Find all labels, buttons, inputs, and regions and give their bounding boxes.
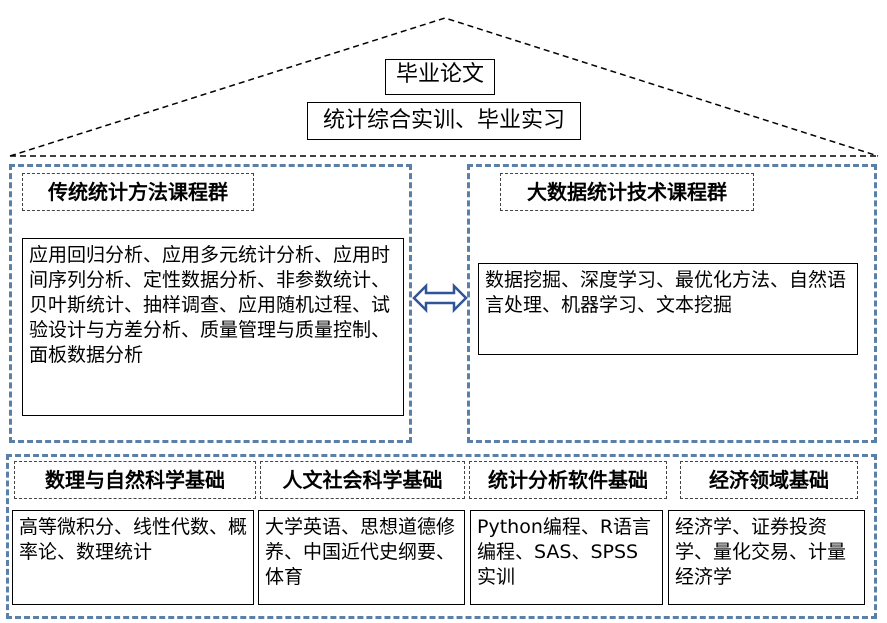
- math-science-heading: 数理与自然科学基础: [14, 461, 256, 499]
- big-data-courses: 数据挖掘、深度学习、最优化方法、自然语言处理、机器学习、文本挖掘: [478, 263, 858, 355]
- big-data-title: 大数据统计技术课程群: [527, 180, 727, 204]
- software-title: 统计分析软件基础: [488, 468, 648, 492]
- software-heading: 统计分析软件基础: [469, 461, 667, 499]
- humanities-courses: 大学英语、思想道德修养、中国近代史纲要、体育: [258, 510, 465, 605]
- big-data-panel: [467, 164, 877, 443]
- double-arrow-icon: [412, 283, 468, 313]
- math-science-title: 数理与自然科学基础: [45, 468, 225, 492]
- humanities-title: 人文社会科学基础: [282, 468, 443, 492]
- math-science-courses: 高等微积分、线性代数、概率论、数理统计: [12, 510, 254, 605]
- big-data-heading: 大数据统计技术课程群: [500, 173, 754, 211]
- economics-heading: 经济领域基础: [680, 461, 858, 499]
- traditional-methods-panel: [9, 164, 412, 443]
- economics-courses: 经济学、证券投资学、量化交易、计量经济学: [668, 510, 865, 605]
- foundations-panel: [6, 454, 877, 619]
- training-box: 统计综合实训、毕业实习: [307, 102, 581, 140]
- traditional-methods-heading: 传统统计方法课程群: [22, 173, 254, 211]
- thesis-label: 毕业论文: [395, 62, 484, 87]
- thesis-box: 毕业论文: [385, 59, 495, 95]
- training-label: 统计综合实训、毕业实习: [322, 108, 565, 133]
- software-courses: Python编程、R语言编程、SAS、SPSS实训: [470, 510, 663, 605]
- traditional-methods-title: 传统统计方法课程群: [48, 180, 228, 204]
- economics-title: 经济领域基础: [709, 468, 829, 492]
- humanities-heading: 人文社会科学基础: [260, 461, 465, 499]
- traditional-methods-courses: 应用回归分析、应用多元统计分析、应用时间序列分析、定性数据分析、非参数统计、贝叶…: [22, 238, 404, 416]
- roof-outline: [9, 17, 879, 157]
